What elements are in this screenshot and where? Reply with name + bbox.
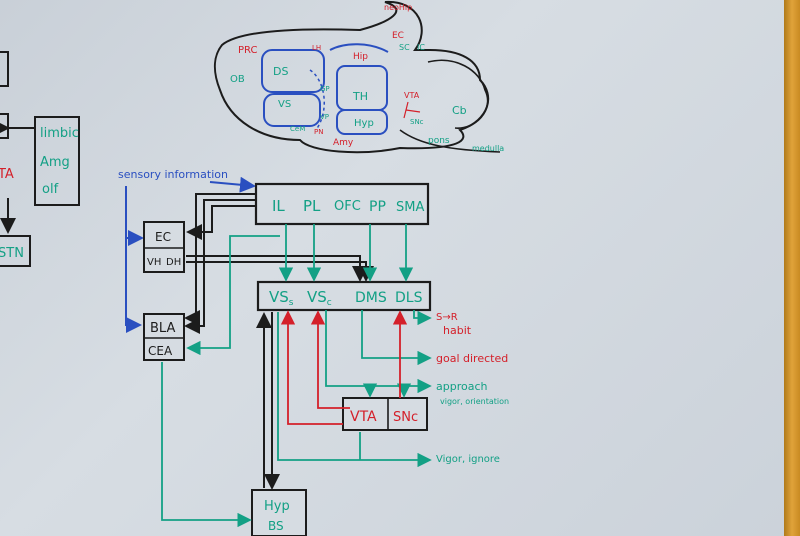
hyp-region — [336, 109, 388, 135]
ofc-label: OFC — [334, 199, 361, 214]
sensory-to-cortex-arrow — [209, 176, 256, 193]
lh-label: LH — [312, 44, 321, 52]
vs-region — [263, 93, 321, 127]
cb-label: Cb — [452, 104, 467, 117]
amy-label: Amy — [333, 138, 354, 148]
snc-label: SNc — [393, 410, 418, 425]
th-label: TH — [352, 90, 368, 103]
brainstem-outline — [399, 129, 501, 153]
hyp-label: Hyp — [354, 118, 374, 129]
ec-label: EC — [155, 230, 171, 244]
dls-label: DLS — [395, 290, 423, 306]
dh-label: DH — [166, 257, 181, 268]
dopamine-box-frame — [342, 397, 428, 431]
hyp-box-label: Hyp — [264, 499, 290, 514]
cortex-to-ec-line — [186, 205, 256, 240]
vss-to-vigor-line — [277, 312, 432, 468]
ec-to-dms-line-2 — [186, 261, 374, 282]
vta-projection-mark — [403, 101, 421, 119]
vsc-label: VSc — [307, 288, 332, 308]
amg-label: Amg — [40, 155, 70, 170]
vta-brain-label: VTA — [404, 91, 420, 100]
left-edge-fragments: limbic Amg olf TA STN — [0, 51, 80, 267]
cerebellum-outline — [427, 59, 489, 129]
vta-to-vsc-line — [310, 310, 350, 409]
dms-to-goal-line — [361, 310, 432, 366]
prc-label: PRC — [238, 45, 257, 56]
sr-label: S→R — [436, 312, 458, 323]
brain-outline — [214, 0, 490, 154]
ds-label: DS — [273, 65, 288, 78]
gp-label: GP — [320, 85, 330, 93]
board-frame — [784, 0, 800, 536]
vp-label: VP — [320, 113, 329, 121]
th-region — [336, 65, 388, 111]
striatum-box-frame — [256, 280, 432, 312]
dopamine-box: VTA SNc — [342, 397, 428, 431]
ic-label: IC — [417, 43, 425, 52]
vss-label: VSs — [269, 288, 294, 308]
sensory-information-label: sensory information — [118, 168, 228, 181]
amygdala-box-frame — [143, 313, 185, 361]
cutoff-box-mid — [0, 113, 9, 139]
ta-label: TA — [0, 167, 14, 182]
hip-region — [329, 43, 389, 53]
striatum-box: VSs VSc DMS DLS — [256, 280, 432, 312]
ec-box: EC VH DH — [143, 221, 185, 273]
cortex-box: IL PL OFC PP SMA — [254, 182, 430, 226]
stn-label: STN — [0, 246, 24, 261]
cortex-box-frame — [254, 182, 430, 226]
vsc-to-approach-line — [325, 310, 432, 394]
pn-label: PN — [314, 128, 323, 136]
habit-label: habit — [443, 324, 472, 337]
cortex-to-cea-line — [186, 235, 280, 356]
black-connections — [184, 193, 374, 490]
neohip-label: neoHip — [384, 3, 412, 12]
red-dopamine-connections — [280, 310, 408, 425]
pp-label: PP — [369, 199, 386, 215]
pl-label: PL — [303, 197, 321, 215]
bs-box-label: BS — [268, 519, 284, 533]
green-connections — [161, 224, 432, 528]
sensory-to-bla-arrow — [125, 186, 142, 333]
cea-to-hyp-line — [161, 362, 252, 528]
vigor-orientation-label: vigor, orientation — [440, 397, 509, 406]
bla-label: BLA — [150, 321, 175, 336]
olf-label: olf — [42, 182, 59, 197]
hypothalamus-brainstem-box: Hyp BS — [251, 489, 307, 536]
vh-label: VH — [147, 257, 161, 268]
vta-label: VTA — [350, 409, 377, 425]
dms-label: DMS — [355, 290, 387, 306]
cea-label: CEA — [148, 344, 173, 358]
hyp-bs-box-frame — [251, 489, 307, 536]
snc-brain-label: SNc — [410, 118, 424, 126]
ec-brain-label: EC — [392, 31, 404, 41]
dls-to-habit-line — [413, 310, 432, 326]
ec-to-dms-line-1 — [186, 255, 368, 282]
amygdala-box: BLA CEA — [143, 313, 185, 361]
medulla-label: medulla — [472, 144, 504, 153]
vs-label: VS — [278, 99, 291, 110]
cutoff-box-top — [0, 51, 9, 87]
vta-to-vss-line — [280, 310, 343, 425]
ob-label: OB — [230, 74, 245, 85]
il-label: IL — [272, 197, 285, 215]
pons-label: pons — [428, 136, 450, 146]
limbic-label: limbic — [40, 126, 79, 141]
gp-region — [309, 69, 325, 131]
ds-region — [261, 49, 325, 93]
cem-label: CeM — [290, 125, 305, 133]
vigor-ignore-label: Vigor, ignore — [436, 454, 500, 465]
sma-label: SMA — [396, 200, 424, 215]
hip-label: Hip — [353, 52, 368, 62]
sc-label: SC — [399, 43, 410, 52]
ec-box-frame — [143, 221, 185, 273]
goal-directed-label: goal directed — [436, 352, 508, 365]
stn-box — [0, 235, 31, 267]
approach-label: approach — [436, 380, 488, 393]
limbic-box — [34, 116, 80, 206]
brain-sagittal-sketch: PRC OB DS VS TH Hyp Hip EC neoHip SC IC … — [214, 0, 504, 154]
